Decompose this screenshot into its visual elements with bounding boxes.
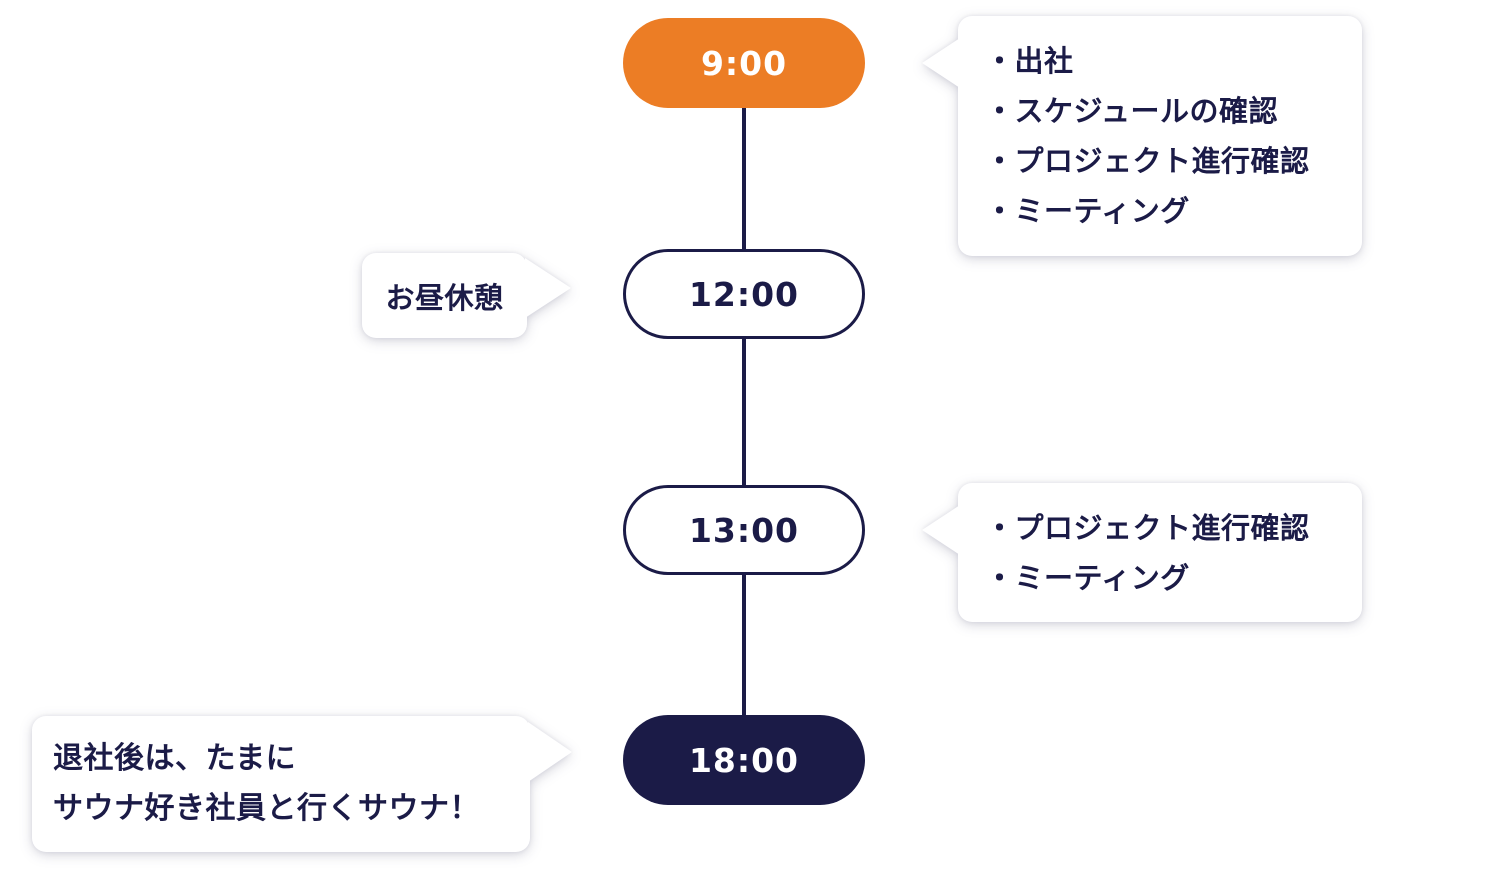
afternoon-task-item: ・ミーティング	[985, 560, 1190, 595]
bubble-morning-content: ・出社 ・スケジュールの確認 ・プロジェクト進行確認 ・ミーティング	[958, 16, 1362, 256]
speech-bubble-morning-tasks: ・出社 ・スケジュールの確認 ・プロジェクト進行確認 ・ミーティング	[922, 16, 1362, 256]
morning-task-item: ・スケジュールの確認	[985, 94, 1278, 128]
morning-task-item: ・ミーティング	[985, 194, 1190, 228]
time-pill-1300: 13:00	[623, 485, 865, 575]
time-label-1200: 12:00	[688, 274, 800, 314]
time-label-0900: 9:00	[700, 43, 788, 83]
time-pill-1800: 18:00	[623, 715, 865, 805]
bubble-body	[362, 253, 527, 338]
evening-note-line: 退社後は、たまに	[53, 741, 297, 776]
afternoon-task-item: ・プロジェクト進行確認	[985, 510, 1310, 545]
bubble-body	[958, 16, 1362, 256]
time-pill-1200: 12:00	[623, 249, 865, 339]
bubble-body	[32, 716, 530, 852]
time-label-1300: 13:00	[688, 510, 800, 550]
lunch-label: お昼休憩	[385, 280, 504, 315]
morning-task-item: ・出社	[985, 44, 1074, 78]
bubble-tail-right-icon	[528, 722, 572, 782]
speech-bubble-afternoon-tasks: ・プロジェクト進行確認 ・ミーティング	[922, 483, 1362, 622]
evening-note-line: サウナ好き社員と行くサウナ！	[53, 791, 480, 826]
bubble-tail-left-icon	[922, 38, 960, 88]
morning-task-item: ・プロジェクト進行確認	[985, 144, 1310, 178]
bubble-body	[958, 483, 1362, 622]
bubble-tail-left-icon	[922, 505, 960, 555]
speech-bubble-after-work: 退社後は、たまに サウナ好き社員と行くサウナ！	[32, 716, 572, 852]
bubble-lunch-content: お昼休憩	[362, 253, 527, 338]
time-pill-0900: 9:00	[623, 18, 865, 108]
timeline-connector-line	[742, 63, 746, 761]
speech-bubble-lunch-break: お昼休憩	[362, 253, 571, 338]
bubble-afternoon-content: ・プロジェクト進行確認 ・ミーティング	[958, 483, 1362, 622]
time-label-1800: 18:00	[688, 740, 800, 780]
bubble-evening-content: 退社後は、たまに サウナ好き社員と行くサウナ！	[32, 716, 530, 852]
bubble-tail-right-icon	[525, 258, 571, 318]
